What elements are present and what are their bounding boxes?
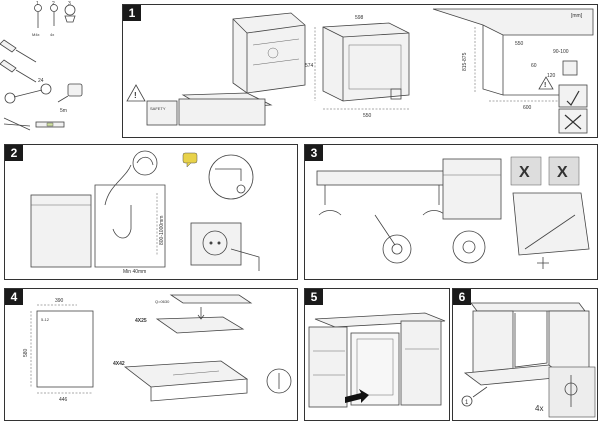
panel-number-6: 6 — [453, 289, 471, 305]
door-mounting-drawing — [123, 360, 249, 402]
screw-count-4x25: 4X25 — [135, 318, 147, 324]
panel-number-5: 5 — [305, 289, 323, 305]
screw-caption-1: M4x — [32, 32, 40, 37]
unit-label: [mm] — [571, 13, 583, 19]
panel-number-2: 2 — [5, 145, 23, 161]
screw-detail-circle — [266, 368, 292, 394]
screw-position-detail — [461, 386, 488, 407]
x-mark-1: X — [519, 164, 530, 181]
cabinet-with-siphon-drawing — [94, 164, 166, 268]
push-in-arrow-icon — [345, 389, 369, 403]
door-panel-template — [30, 304, 94, 394]
dim-niche-hole: 120 — [547, 73, 556, 79]
safety-card: ! — [126, 84, 266, 126]
kitchen-cabinets-drawing — [308, 312, 446, 408]
screw-count-4x42: 4X42 — [113, 361, 125, 367]
panel-6: 6 1 4x — [452, 288, 598, 421]
dim-side-1: 598 — [355, 15, 364, 21]
dim-min-height: Min 40mm — [123, 269, 146, 275]
dim-template-inset: 5-12 — [41, 317, 50, 322]
screw-spec-label: Q=0630 — [155, 299, 170, 304]
screw-label-2: 2 — [52, 1, 55, 7]
dishwasher-open-door-drawing — [181, 12, 306, 110]
door-spring-detail — [512, 192, 590, 269]
forbidden-example-2 — [548, 156, 580, 186]
dim-niche-height: 815-875 — [462, 52, 468, 71]
panel-2: 2 800-1000mm Min 40mm — [4, 144, 298, 280]
wrench-size-label: 24 — [38, 78, 44, 84]
dishwasher-front-drawing — [30, 194, 92, 268]
screwdriver-adjust-detail — [374, 214, 412, 264]
panel-number-3: 3 — [305, 145, 323, 161]
screw-zoom-box — [548, 366, 596, 418]
screw-caption-2: 4x — [50, 32, 54, 37]
wrench-icon — [4, 83, 52, 104]
tape-measure-icon — [57, 83, 83, 103]
dim-template-top: 390 — [55, 298, 64, 304]
dim-hose-height: 800-1000mm — [159, 216, 165, 245]
allowed-pipe-detail — [558, 84, 588, 108]
x-mark-2: X — [557, 164, 568, 181]
svg-text:!: ! — [544, 82, 546, 89]
power-socket-detail — [190, 222, 260, 271]
safety-card-title: SAFETY — [150, 106, 166, 111]
panel-number-4: 4 — [5, 289, 23, 305]
dim-niche-offset: 60 — [531, 63, 537, 69]
panel-4: 4 390 5-12 580 446 Q=0630 4X25 4X42 — [4, 288, 298, 421]
screw-label-1: 1 — [36, 1, 39, 7]
dishwasher-side-view — [314, 22, 410, 110]
spirit-level-icon — [35, 121, 65, 128]
door-balance-drawing — [442, 158, 502, 220]
tools-illustration: 1 2 3 M4x 4x 24 — [0, 1, 83, 131]
hose-clip-detail — [132, 150, 158, 176]
panel-number-1: 1 — [123, 5, 141, 21]
adjustable-feet-drawing — [316, 170, 448, 216]
panel-screw-assembly — [155, 294, 253, 334]
tap-connection-detail — [208, 154, 254, 200]
forbidden-pipe-detail — [558, 108, 588, 134]
dim-template-width: 446 — [59, 397, 68, 403]
screw-3-icon — [64, 4, 76, 23]
forbidden-example-1 — [510, 156, 542, 186]
panel-1: 1 ! SAFETY — [122, 4, 598, 138]
screw-count-label: 4x — [535, 404, 543, 413]
pliers-icon — [3, 117, 31, 131]
screw-1-icon — [34, 4, 42, 28]
screwdriver-2-icon — [0, 59, 37, 83]
tape-length-label: 5m — [60, 108, 67, 114]
panel-5: 5 — [304, 288, 450, 421]
toolbox-area: 1 2 3 M4x 4x 24 — [0, 0, 118, 140]
dim-niche-gap: 90-100 — [553, 49, 569, 55]
dim-template-height: 580 — [23, 348, 29, 357]
rear-foot-detail — [452, 230, 486, 264]
dim-side-2: 574 — [305, 63, 314, 69]
warning-icon: ! — [538, 76, 554, 90]
dim-niche-depth: 550 — [515, 41, 524, 47]
screw-2-icon — [50, 4, 58, 26]
fixing-screws-drawing — [463, 302, 590, 386]
speech-bubble-icon — [182, 152, 198, 168]
callout-number: 1 — [465, 400, 469, 406]
svg-text:!: ! — [134, 91, 137, 100]
dim-niche-width: 600 — [523, 105, 532, 111]
panel-3: 3 X X — [304, 144, 598, 280]
screwdriver-icon — [0, 39, 37, 63]
screw-label-3: 3 — [68, 1, 71, 7]
dim-side-3: 550 — [363, 113, 372, 119]
niche-dimension-drawing — [432, 8, 594, 102]
dishwasher-in-niche — [350, 332, 400, 406]
